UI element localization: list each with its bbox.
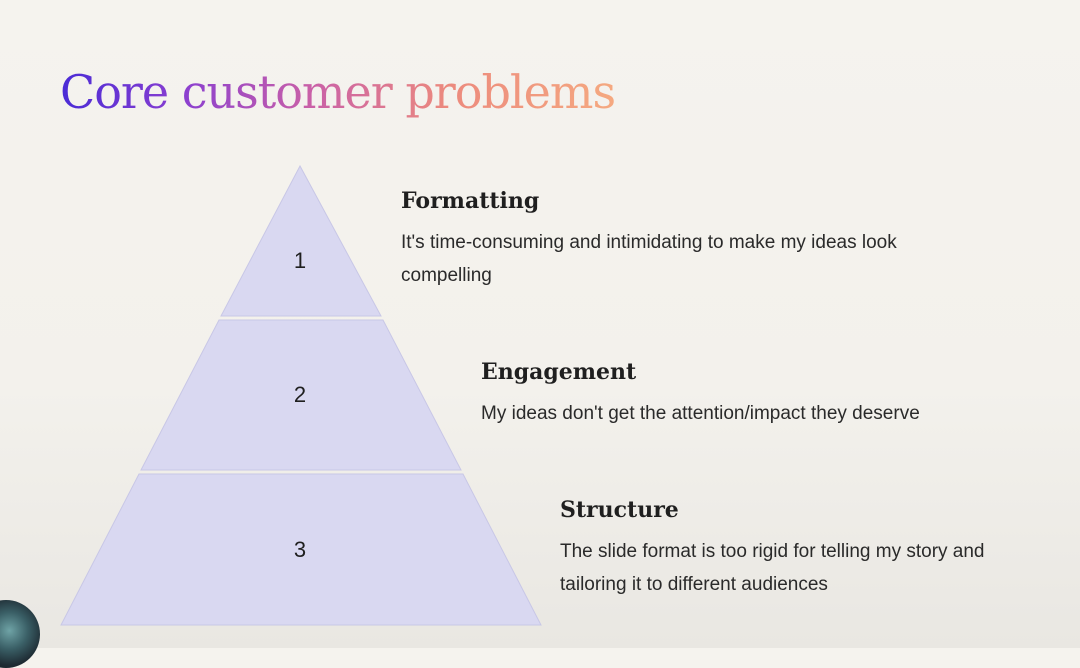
problem-description: The slide format is too rigid for tellin… [560,541,985,595]
tier-number-3: 3 [293,537,307,562]
tier-number-2: 2 [293,382,307,407]
problem-description: My ideas don't get the attention/impact … [481,403,920,424]
problem-heading: Formatting [401,188,540,214]
pyramid-tier-1 [220,164,382,317]
problem-heading: Structure [560,497,679,523]
pyramid-tier-2 [140,319,462,471]
problem-description: It's time-consuming and intimidating to … [401,232,897,286]
slide-title: Core customer problems [60,60,616,124]
slide: Core customer problems 1 2 3 Formatting … [0,60,1061,668]
problem-heading: Engagement [481,359,637,385]
problem-structure: Structure The slide format is too rigid … [560,495,1060,601]
pyramid-tier-3 [60,473,542,626]
problem-formatting: Formatting It's time-consuming and intim… [401,186,1001,292]
pyramid-diagram [60,164,542,626]
problem-engagement: Engagement My ideas don't get the attent… [481,357,1061,430]
tier-number-1: 1 [293,248,307,273]
